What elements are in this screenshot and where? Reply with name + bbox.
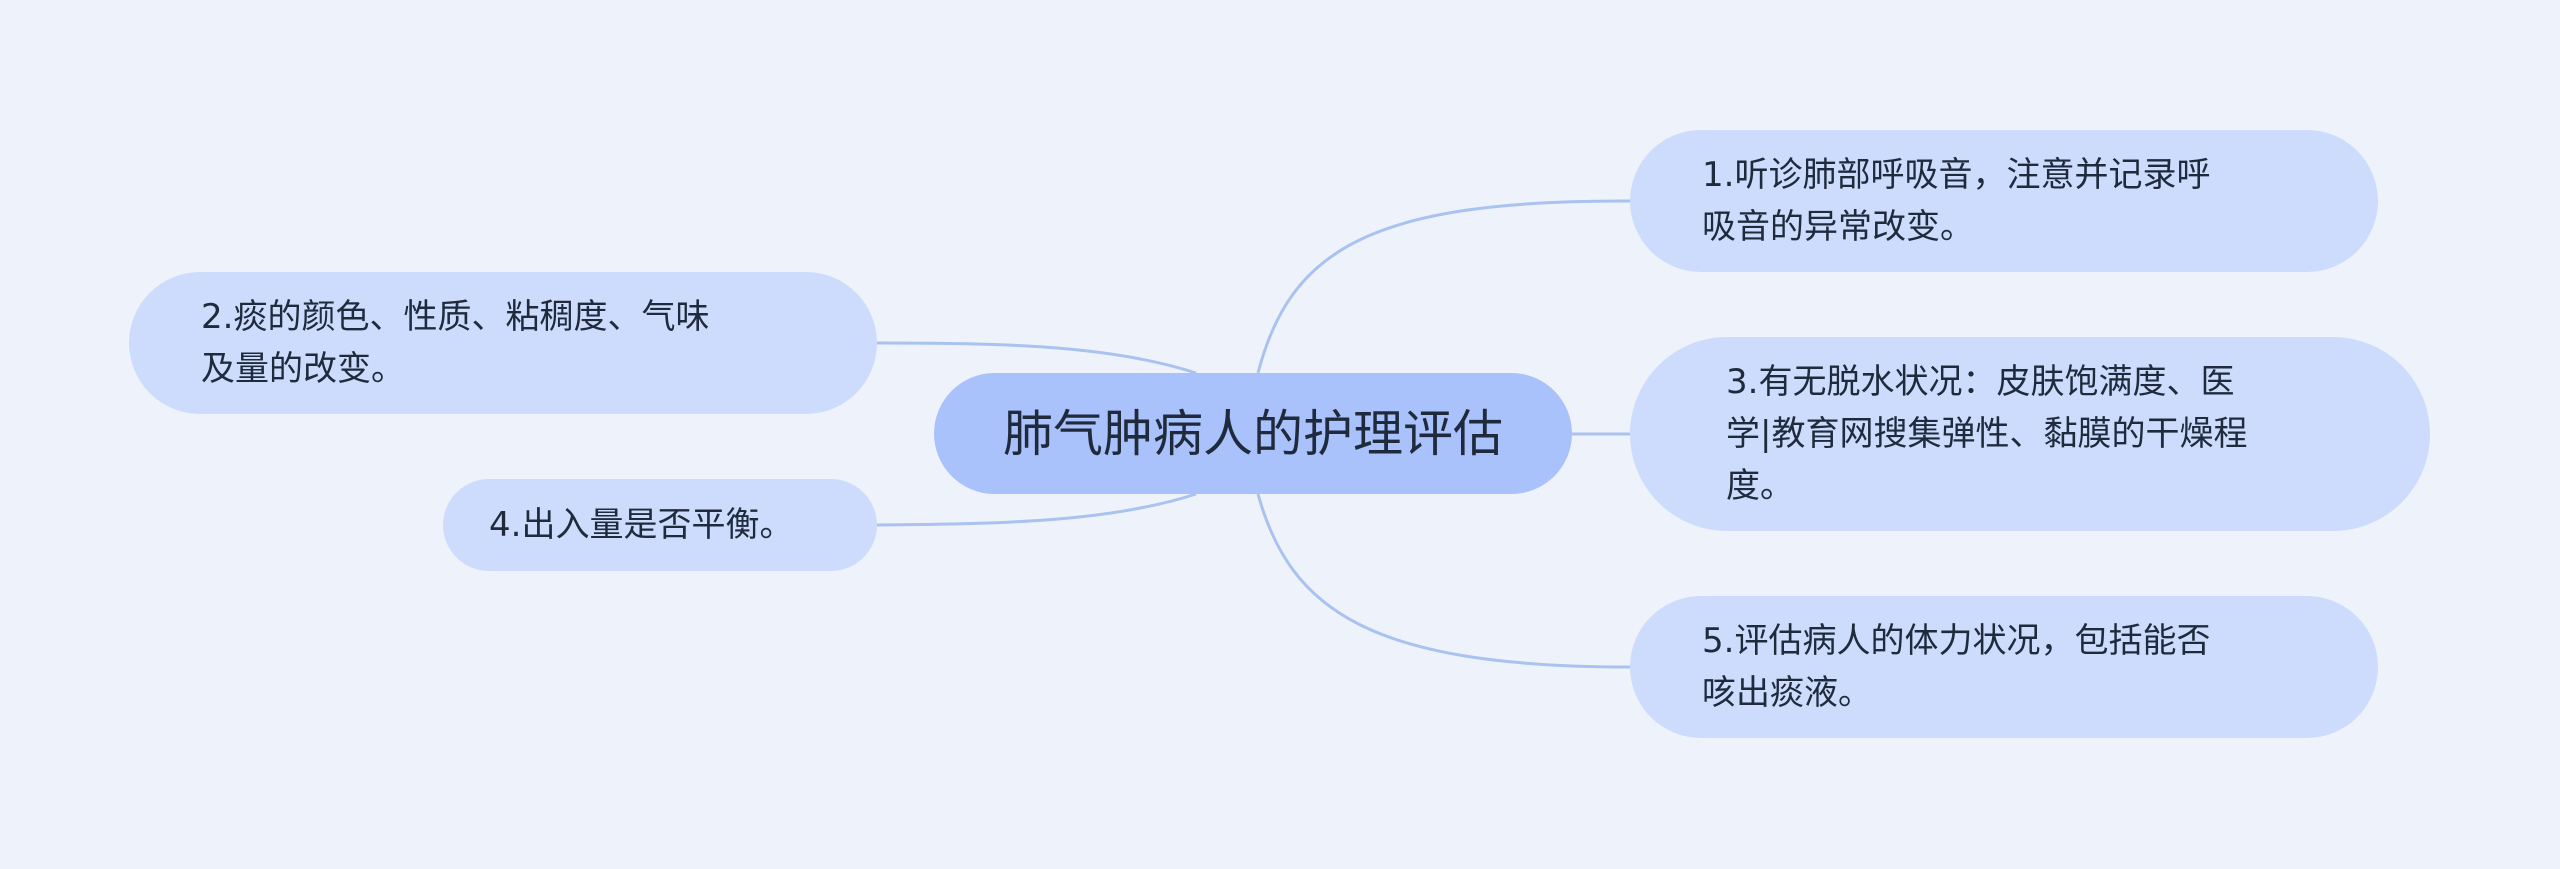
topic-3[interactable]: 3.有无脱水状况：皮肤饱满度、医 学|教育网搜集弹性、黏膜的干燥程 度。	[1630, 337, 2430, 531]
topic-4-line-1: 4.出入量是否平衡。	[489, 505, 794, 545]
topic-3-line-2: 学|教育网搜集弹性、黏膜的干燥程	[1726, 414, 2248, 454]
topic-5-line-1: 5.评估病人的体力状况，包括能否	[1702, 621, 2211, 661]
topic-1-text: 1.听诊肺部呼吸音，注意并记录呼 吸音的异常改变。	[1702, 149, 2210, 253]
connector-root-to-topic-4	[876, 492, 1197, 527]
topic-3-line-3: 度。	[1726, 466, 1794, 506]
topic-2-line-2: 及量的改变。	[201, 349, 405, 389]
connector-root-to-topic-5	[1256, 493, 1631, 669]
root-topic-label: 肺气肿病人的护理评估	[1003, 404, 1503, 463]
topic-1[interactable]: 1.听诊肺部呼吸音，注意并记录呼 吸音的异常改变。	[1630, 130, 2378, 272]
topic-5[interactable]: 5.评估病人的体力状况，包括能否 咳出痰液。	[1630, 596, 2378, 738]
topic-5-text: 5.评估病人的体力状况，包括能否 咳出痰液。	[1702, 615, 2210, 719]
topic-3-line-1: 3.有无脱水状况：皮肤饱满度、医	[1726, 362, 2235, 402]
topic-1-line-1: 1.听诊肺部呼吸音，注意并记录呼	[1702, 155, 2211, 195]
topic-2-line-1: 2.痰的颜色、性质、粘稠度、气味	[201, 297, 710, 337]
topic-4-text: 4.出入量是否平衡。	[489, 499, 793, 551]
topic-3-text: 3.有无脱水状况：皮肤饱满度、医 学|教育网搜集弹性、黏膜的干燥程 度。	[1726, 356, 2247, 512]
root-topic[interactable]: 肺气肿病人的护理评估	[934, 373, 1572, 494]
topic-1-line-2: 吸音的异常改变。	[1702, 207, 1974, 247]
topic-5-line-2: 咳出痰液。	[1702, 673, 1872, 713]
connector-root-to-topic-2	[876, 341, 1197, 375]
topic-4[interactable]: 4.出入量是否平衡。	[443, 479, 877, 571]
topic-2[interactable]: 2.痰的颜色、性质、粘稠度、气味 及量的改变。	[129, 272, 877, 414]
connector-root-to-topic-1	[1256, 199, 1631, 374]
topic-2-text: 2.痰的颜色、性质、粘稠度、气味 及量的改变。	[201, 291, 709, 395]
